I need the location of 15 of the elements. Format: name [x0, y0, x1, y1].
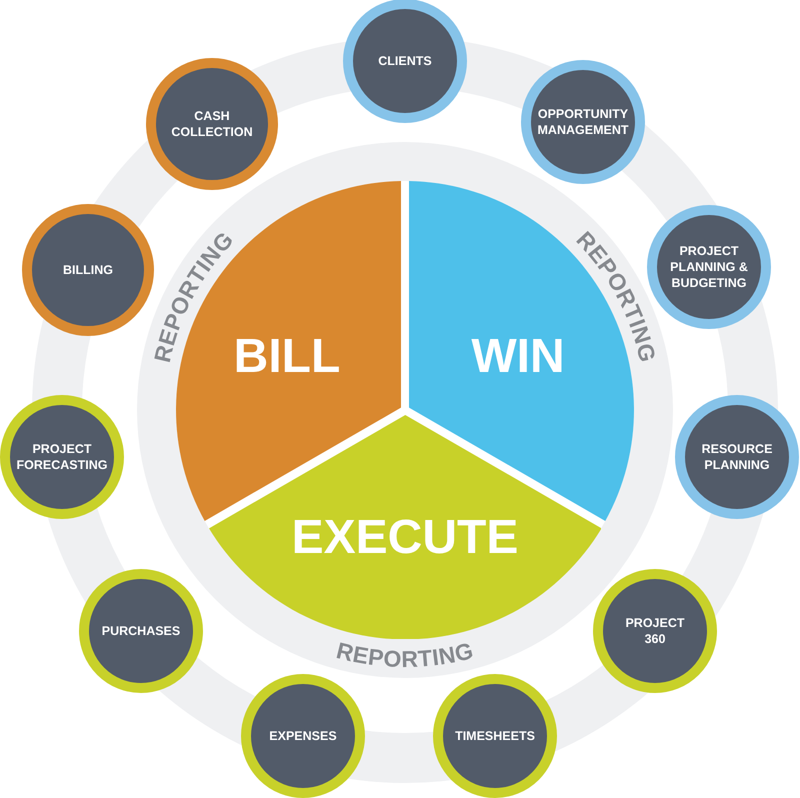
feature-label: PROJECT FORECASTING: [16, 441, 108, 473]
phase-label: BILL: [234, 332, 340, 381]
feature-label: RESOURCE PLANNING: [701, 441, 773, 473]
feature-label: TIMESHEETS: [454, 728, 536, 744]
feature-label: EXPENSES: [268, 728, 338, 744]
feature-label: BILLING: [62, 262, 114, 278]
phase-label: WIN: [471, 332, 565, 381]
feature-label: PROJECT 360: [624, 615, 686, 647]
feature-label: PURCHASES: [101, 623, 181, 639]
feature-label: PROJECT PLANNING & BUDGETING: [670, 243, 748, 291]
phase-label: EXECUTE: [292, 514, 518, 562]
feature-label: OPPORTUNITY MANAGEMENT: [537, 106, 629, 138]
feature-label: CLIENTS: [378, 53, 432, 69]
feature-label: CASH COLLECTION: [170, 108, 254, 140]
ring-label: REPORTING: [334, 637, 476, 672]
